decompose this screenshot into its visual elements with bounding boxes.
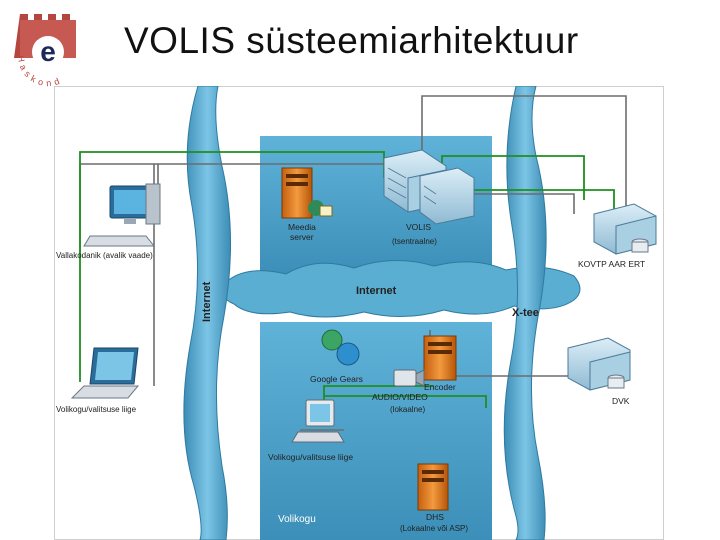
encoder-label: Encoder xyxy=(424,382,456,392)
meedia-label-line2: server xyxy=(290,232,314,242)
audio-video-label-line2: (lokaalne) xyxy=(390,405,425,414)
google-gears-label: Google Gears xyxy=(310,374,363,384)
xtee-label: X-tee xyxy=(512,307,539,319)
haskond-logo: e Haskond xyxy=(14,14,76,88)
media-server-icon xyxy=(281,167,333,219)
internet-vertical-label: Internet xyxy=(201,281,213,322)
dhs-server-icon xyxy=(417,463,449,511)
volis-server-rack-icon xyxy=(383,149,475,225)
slide-title: VOLIS süsteemiarhitektuur xyxy=(124,20,579,61)
architecture-diagram: Internet Internet X-tee Vallakodanik (av… xyxy=(54,86,664,540)
volikogu-zone xyxy=(260,322,492,540)
volis-label-line2: (tsentraalne) xyxy=(392,237,437,246)
desktop-computer-icon xyxy=(83,183,161,247)
volikogu-computer-icon xyxy=(291,399,345,443)
video-camera-icon xyxy=(393,369,425,387)
google-gears-icon xyxy=(321,329,360,366)
volis-label-line1: VOLIS xyxy=(406,222,431,232)
logo-letter: e xyxy=(40,36,56,67)
dhs-sub-label: (Lokaalne või ASP) xyxy=(400,524,468,533)
dvk-label: DVK xyxy=(612,396,630,406)
laptop-icon xyxy=(70,347,140,399)
meedia-label-line1: Meedia xyxy=(288,222,316,232)
volikogu-inner-label: Volikogu/valitsuse liige xyxy=(268,452,353,462)
audio-video-label-line1: AUDIO/VIDEO xyxy=(372,392,428,402)
internet-cloud xyxy=(221,260,581,318)
xtee-pillar xyxy=(503,86,547,540)
dvk-server-icon xyxy=(567,337,631,391)
kovtp-label: KOVTP AAR ERT xyxy=(578,259,645,269)
kovtp-server-icon xyxy=(593,203,657,255)
volikogu-left-label: Volikogu/valitsuse liige xyxy=(56,405,137,414)
kodanik-label: Vallakodanik (avalik vaade) xyxy=(56,251,153,260)
encoder-server-icon xyxy=(423,335,457,381)
internet-cloud-label: Internet xyxy=(356,285,397,297)
volikogu-zone-label: Volikogu xyxy=(278,514,316,525)
dhs-label: DHS xyxy=(426,512,444,522)
